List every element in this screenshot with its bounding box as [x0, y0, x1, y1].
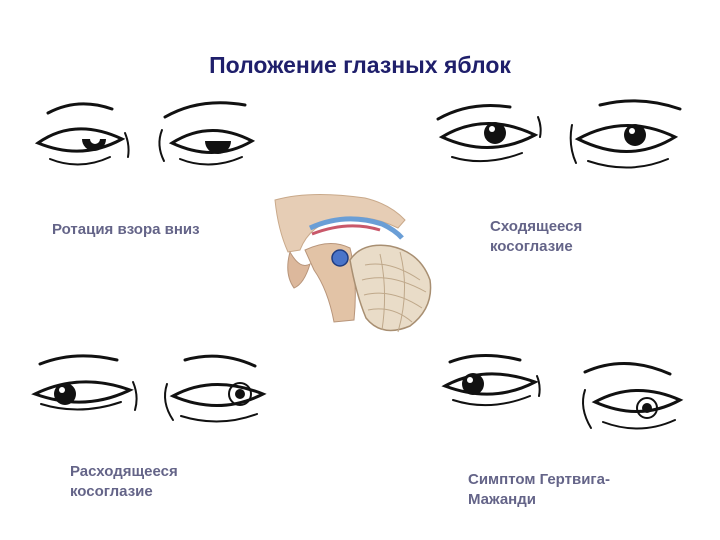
label-line-1: Сходящееся: [490, 218, 583, 235]
label-line-2: косоглазие: [490, 238, 573, 255]
label-line-2: Мажанди: [468, 491, 536, 508]
eyes-looking-down-icon: [34, 101, 256, 166]
slide-title: Положение глазных яблок: [209, 52, 511, 78]
eyes-converging-icon: [436, 99, 682, 169]
label-line-2: косоглазие: [70, 483, 153, 500]
brainstem-sagittal-section-icon: [270, 190, 440, 345]
eyes-diverging-icon: [31, 354, 267, 423]
label-line-1: Симптом Гертвига-: [468, 471, 611, 488]
eyes-skew-deviation-icon: [441, 353, 684, 430]
downward-gaze-label: Ротация взора вниз: [52, 221, 200, 238]
hertwig-magendie-label: Симптом Гертвига- Мажанди: [468, 470, 610, 510]
divergent-strabismus-label: Расходящееся косоглазие: [70, 462, 178, 502]
label-line-1: Расходящееся: [70, 463, 178, 480]
convergent-strabismus-label: Сходящееся косоглазие: [490, 217, 582, 257]
